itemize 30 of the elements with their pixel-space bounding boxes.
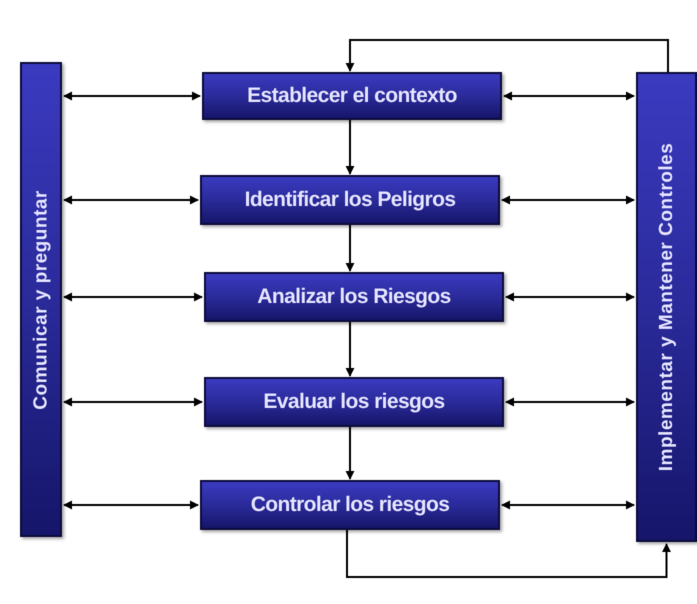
box-label: Comunicar y preguntar <box>31 188 51 412</box>
arrow <box>63 196 199 204</box>
process-box <box>200 175 500 225</box>
arrow <box>501 196 635 204</box>
process-box <box>200 480 500 530</box>
arrow <box>346 427 354 480</box>
box-label: Evaluar los riesgos <box>263 390 445 414</box>
box-label: Controlar los riesgos <box>250 494 450 516</box>
arrow <box>63 292 203 302</box>
arrow <box>503 92 635 100</box>
side-bar <box>636 72 697 542</box>
box-label: Identificar los Peligros <box>244 188 456 212</box>
arrow <box>63 500 199 510</box>
arrow <box>346 322 354 377</box>
box-label: Establecer el contexto <box>247 84 457 108</box>
arrow <box>505 292 635 302</box>
arrow <box>63 92 201 100</box>
box-label: Analizar los Riesgos <box>257 286 451 308</box>
arrow <box>346 225 354 272</box>
arrow <box>505 398 635 406</box>
process-box <box>204 272 504 322</box>
arrow <box>346 530 671 578</box>
process-box <box>202 72 502 120</box>
arrow <box>346 120 354 175</box>
arrow <box>63 398 203 406</box>
arrow <box>346 39 669 72</box>
arrow <box>501 500 635 510</box>
side-bar <box>20 62 62 537</box>
process-box <box>204 377 504 427</box>
box-label: Implementar y Mantener Controles <box>656 142 676 474</box>
